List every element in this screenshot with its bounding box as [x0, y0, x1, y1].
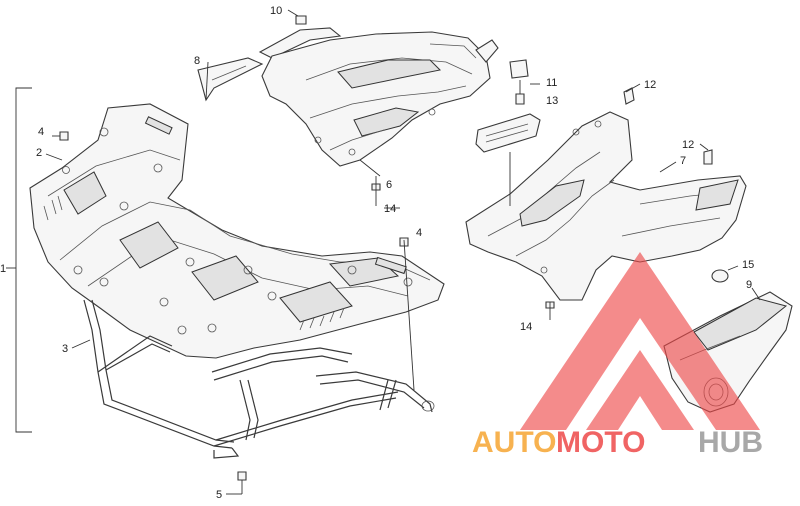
callout-5: 5: [216, 489, 222, 501]
assembly-bracket: [15, 87, 32, 433]
grommet: [711, 269, 729, 283]
callout-14-center: 14: [384, 203, 396, 215]
watermark-text-auto: AUTO: [472, 426, 556, 459]
side-panel-grille: [695, 179, 739, 211]
callout-8: 8: [194, 55, 200, 67]
screw-4-top: [59, 131, 69, 141]
callout-labels: 1 2 3 4 4 5 6 7 8 9 10 11 12 12 13 14 14…: [0, 5, 754, 501]
callout-3: 3: [62, 343, 68, 355]
rack-pocket-mid: [191, 255, 259, 301]
fender-tab: [475, 39, 499, 63]
callout-1: 1: [0, 263, 6, 275]
leader-lines: [45, 9, 761, 495]
rack-nameplate-rear: [144, 116, 173, 135]
callout-2: 2: [36, 147, 42, 159]
callout-9: 9: [746, 279, 752, 291]
callout-10: 10: [270, 5, 282, 17]
fender-strip: [197, 57, 264, 102]
side-panel-vent: [519, 179, 585, 227]
rack-pocket-right: [279, 281, 353, 323]
side-panel: [465, 111, 747, 301]
front-rack-assembly: [6, 87, 445, 459]
fender-recess-low: [353, 107, 420, 137]
rack-holes: [62, 127, 413, 335]
watermark-text-hub: HUB: [698, 426, 763, 459]
screw-11: [515, 93, 525, 105]
callout-12-top: 12: [644, 79, 656, 91]
callout-6: 6: [386, 179, 392, 191]
callout-7: 7: [680, 155, 686, 167]
fastener-12-right: [703, 149, 713, 165]
fender-panel: [261, 31, 491, 167]
fasteners: [59, 15, 555, 481]
watermark-triangle-outer: [520, 252, 760, 430]
fender-connector: [509, 59, 529, 79]
rack-pocket-left: [63, 171, 107, 215]
callout-14-right: 14: [520, 321, 532, 333]
headlight-grille: [693, 297, 788, 351]
screw-10: [295, 15, 307, 25]
watermark-text-moto: MOTO: [556, 426, 645, 459]
callout-4-top: 4: [38, 126, 44, 138]
rack-nameplate-front: [374, 256, 407, 275]
fender-recess-top: [337, 59, 442, 89]
rack-pocket-center: [119, 221, 179, 269]
callout-15: 15: [742, 259, 754, 271]
watermark-logo: AUTO MOTO HUB: [472, 252, 763, 459]
screw-5: [237, 471, 247, 481]
callout-4-mid: 4: [416, 227, 422, 239]
callout-12-right: 12: [682, 139, 694, 151]
light-lens: [475, 113, 541, 153]
front-bumper-tube: [83, 299, 435, 459]
watermark-triangle-inner: [586, 350, 694, 430]
side-panel-assembly: [465, 87, 793, 413]
callout-11: 11: [546, 77, 557, 89]
callout-13: 13: [546, 95, 558, 107]
fender-panel-assembly: [197, 27, 529, 167]
